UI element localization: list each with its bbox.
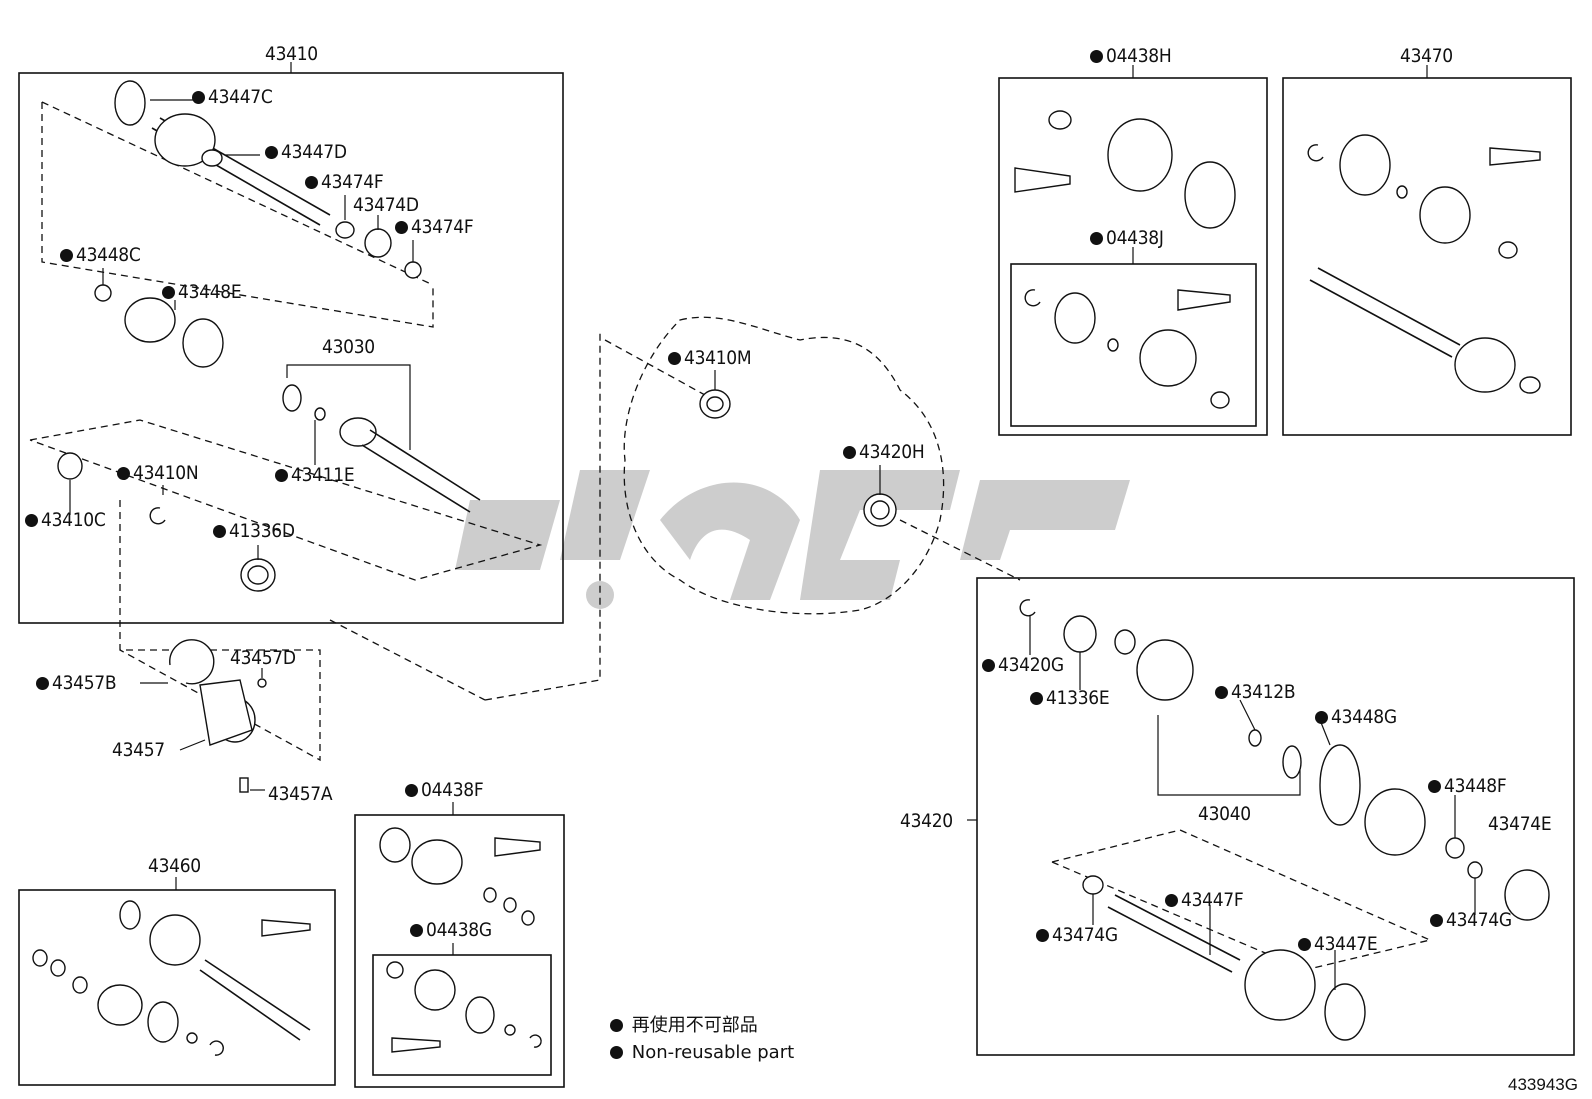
document-id: 433943G xyxy=(1508,1075,1578,1094)
leader-lines xyxy=(69,99,1476,990)
part-label-43457A: 43457A xyxy=(268,783,333,805)
non-reusable-marker-icon xyxy=(1036,929,1049,942)
transmission-case-outline xyxy=(623,316,945,615)
part-label-43474G-b: 43474G xyxy=(1036,925,1118,945)
group-box-43420 xyxy=(967,577,1575,1056)
group-label-43040: 43040 xyxy=(1198,803,1251,825)
group-box-43410 xyxy=(18,62,564,624)
non-reusable-marker-icon xyxy=(117,467,130,480)
non-reusable-marker-icon xyxy=(1165,894,1178,907)
part-label-43448E: 43448E xyxy=(162,282,242,302)
non-reusable-marker-icon xyxy=(843,446,856,459)
group-label-04438G: 04438G xyxy=(410,920,492,940)
legend-item-jp: 再使用不可部品 xyxy=(610,1015,758,1037)
non-reusable-marker-icon xyxy=(982,659,995,672)
part-label-43474D: 43474D xyxy=(353,194,419,216)
non-reusable-marker-icon xyxy=(275,469,288,482)
non-reusable-marker-icon xyxy=(1090,50,1103,63)
part-label-43474F-a: 43474F xyxy=(305,172,384,192)
non-reusable-marker-icon xyxy=(610,1019,623,1032)
part-label-43447E: 43447E xyxy=(1298,934,1378,954)
part-label-43474F-b: 43474F xyxy=(395,217,474,237)
part-label-43448G: 43448G xyxy=(1315,707,1397,727)
non-reusable-marker-icon xyxy=(668,352,681,365)
group-label-04438F: 04438F xyxy=(405,780,484,800)
part-label-43410M: 43410M xyxy=(668,348,752,368)
group-label-43420: 43420 xyxy=(900,810,953,832)
logo-watermark-icon xyxy=(455,470,1130,609)
part-label-43410N: 43410N xyxy=(117,463,199,483)
part-label-41336E: 41336E xyxy=(1030,688,1110,708)
part-label-43447F: 43447F xyxy=(1165,890,1244,910)
non-reusable-marker-icon xyxy=(305,176,318,189)
part-label-43420H: 43420H xyxy=(843,442,925,462)
group-label-43460: 43460 xyxy=(148,855,201,877)
group-label-04438H: 04438H xyxy=(1090,46,1172,66)
non-reusable-marker-icon xyxy=(1030,692,1043,705)
non-reusable-marker-icon xyxy=(1428,780,1441,793)
non-reusable-marker-icon xyxy=(610,1046,623,1059)
non-reusable-marker-icon xyxy=(192,91,205,104)
group-box-43470 xyxy=(1282,65,1572,436)
part-label-43474E: 43474E xyxy=(1488,813,1552,835)
group-label-43410: 43410 xyxy=(265,43,318,65)
non-reusable-marker-icon xyxy=(1298,938,1311,951)
part-label-41336D: 41336D xyxy=(213,521,295,541)
group-label-04438J: 04438J xyxy=(1090,228,1164,248)
non-reusable-marker-icon xyxy=(1315,711,1328,724)
non-reusable-marker-icon xyxy=(162,286,175,299)
non-reusable-marker-icon xyxy=(36,677,49,690)
non-reusable-marker-icon xyxy=(60,249,73,262)
part-label-43420G: 43420G xyxy=(982,655,1064,675)
group-box-43460 xyxy=(18,877,336,1086)
non-reusable-marker-icon xyxy=(395,221,408,234)
non-reusable-marker-icon xyxy=(213,525,226,538)
part-label-43410C: 43410C xyxy=(25,510,106,530)
non-reusable-marker-icon xyxy=(1090,232,1103,245)
non-reusable-marker-icon xyxy=(265,146,278,159)
part-label-43474G-a: 43474G xyxy=(1430,910,1512,930)
non-reusable-marker-icon xyxy=(1430,914,1443,927)
non-reusable-marker-icon xyxy=(405,784,418,797)
part-label-43411E: 43411E xyxy=(275,465,355,485)
part-label-43448C: 43448C xyxy=(60,245,141,265)
part-label-43447D: 43447D xyxy=(265,142,347,162)
non-reusable-marker-icon xyxy=(25,514,38,527)
group-label-43470: 43470 xyxy=(1400,45,1453,67)
part-label-43448F: 43448F xyxy=(1428,776,1507,796)
part-label-43457B: 43457B xyxy=(36,673,117,693)
legend-item-en: Non-reusable part xyxy=(610,1042,794,1064)
group-box-04438H xyxy=(998,65,1268,436)
group-label-43030: 43030 xyxy=(322,336,375,358)
non-reusable-marker-icon xyxy=(1215,686,1228,699)
bracket-43457-parts xyxy=(169,639,267,793)
part-label-43457: 43457 xyxy=(112,739,165,761)
non-reusable-marker-icon xyxy=(410,924,423,937)
part-label-43447C: 43447C xyxy=(192,87,273,107)
part-label-43457D: 43457D xyxy=(230,647,296,669)
group-box-04438F xyxy=(354,802,565,1088)
part-label-43412B: 43412B xyxy=(1215,682,1296,702)
